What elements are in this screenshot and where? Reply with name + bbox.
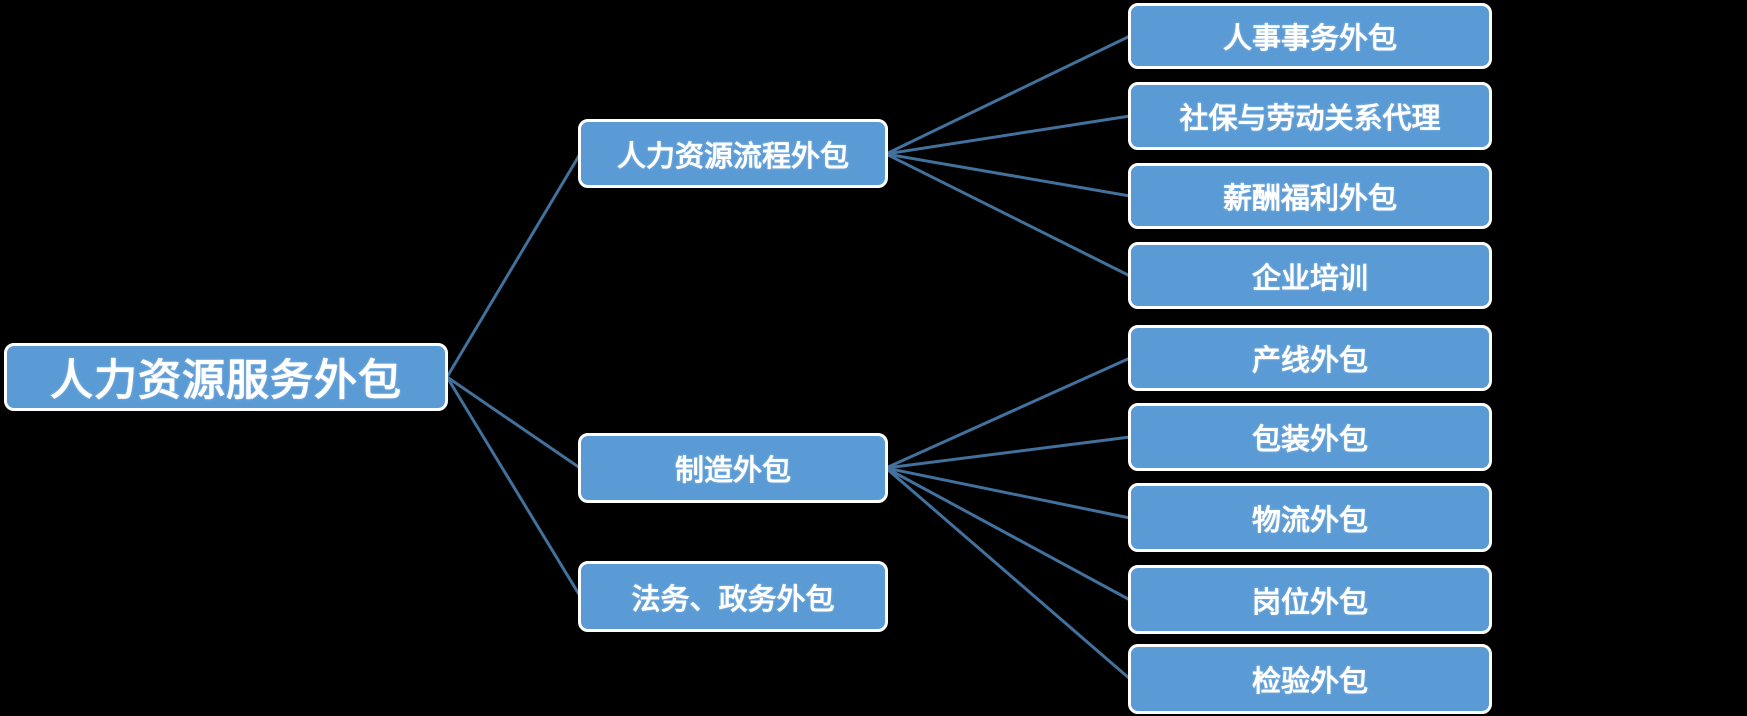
node-manufacturing-outsourcing: 制造外包 <box>578 433 888 503</box>
connector-hrp-training <box>885 152 1131 278</box>
connector-root-hr-process <box>445 153 582 378</box>
node-label: 包装外包 <box>1251 424 1368 456</box>
node-label: 物流外包 <box>1251 504 1368 537</box>
node-payroll-benefits-outsourcing: 薪酬福利外包 <box>1128 163 1492 229</box>
node-label: 人力资源流程外包 <box>616 140 849 173</box>
connector-hrp-personnel <box>885 34 1131 156</box>
connector-hrp-payroll <box>885 152 1131 198</box>
node-legal-government-outsourcing: 法务、政务外包 <box>578 561 888 632</box>
node-label: 人事事务外包 <box>1222 23 1397 55</box>
node-hr-service-outsourcing: 人力资源服务外包 <box>4 343 448 411</box>
node-label: 企业培训 <box>1251 262 1368 295</box>
connector-mfg-packaging <box>885 435 1131 470</box>
node-label: 检验外包 <box>1251 666 1368 698</box>
node-production-line-outsourcing: 产线外包 <box>1128 325 1492 391</box>
node-label: 制造外包 <box>674 455 791 487</box>
node-label: 薪酬福利外包 <box>1222 183 1397 215</box>
node-label: 社保与劳动关系代理 <box>1179 103 1441 135</box>
connector-root-legal <box>445 376 582 597</box>
connector-mfg-logistics <box>885 466 1131 520</box>
connector-root-manufacturing <box>446 375 581 470</box>
node-label: 人力资源服务外包 <box>50 357 402 405</box>
node-label: 法务、政务外包 <box>631 583 835 616</box>
node-personnel-affairs-outsourcing: 人事事务外包 <box>1128 3 1492 69</box>
node-social-security-labor-agency: 社保与劳动关系代理 <box>1128 82 1492 150</box>
connector-mfg-inspection <box>885 466 1131 681</box>
node-packaging-outsourcing: 包装外包 <box>1128 403 1492 471</box>
node-hr-process-outsourcing: 人力资源流程外包 <box>578 119 888 188</box>
connector-hrp-social <box>885 114 1131 156</box>
node-logistics-outsourcing: 物流外包 <box>1128 483 1492 552</box>
node-position-outsourcing: 岗位外包 <box>1128 565 1492 634</box>
connector-mfg-position <box>885 466 1131 602</box>
node-label: 岗位外包 <box>1251 586 1368 619</box>
node-inspection-outsourcing: 检验外包 <box>1128 644 1492 714</box>
node-corporate-training: 企业培训 <box>1128 242 1492 309</box>
node-label: 产线外包 <box>1251 345 1368 377</box>
connector-mfg-production <box>885 356 1131 470</box>
